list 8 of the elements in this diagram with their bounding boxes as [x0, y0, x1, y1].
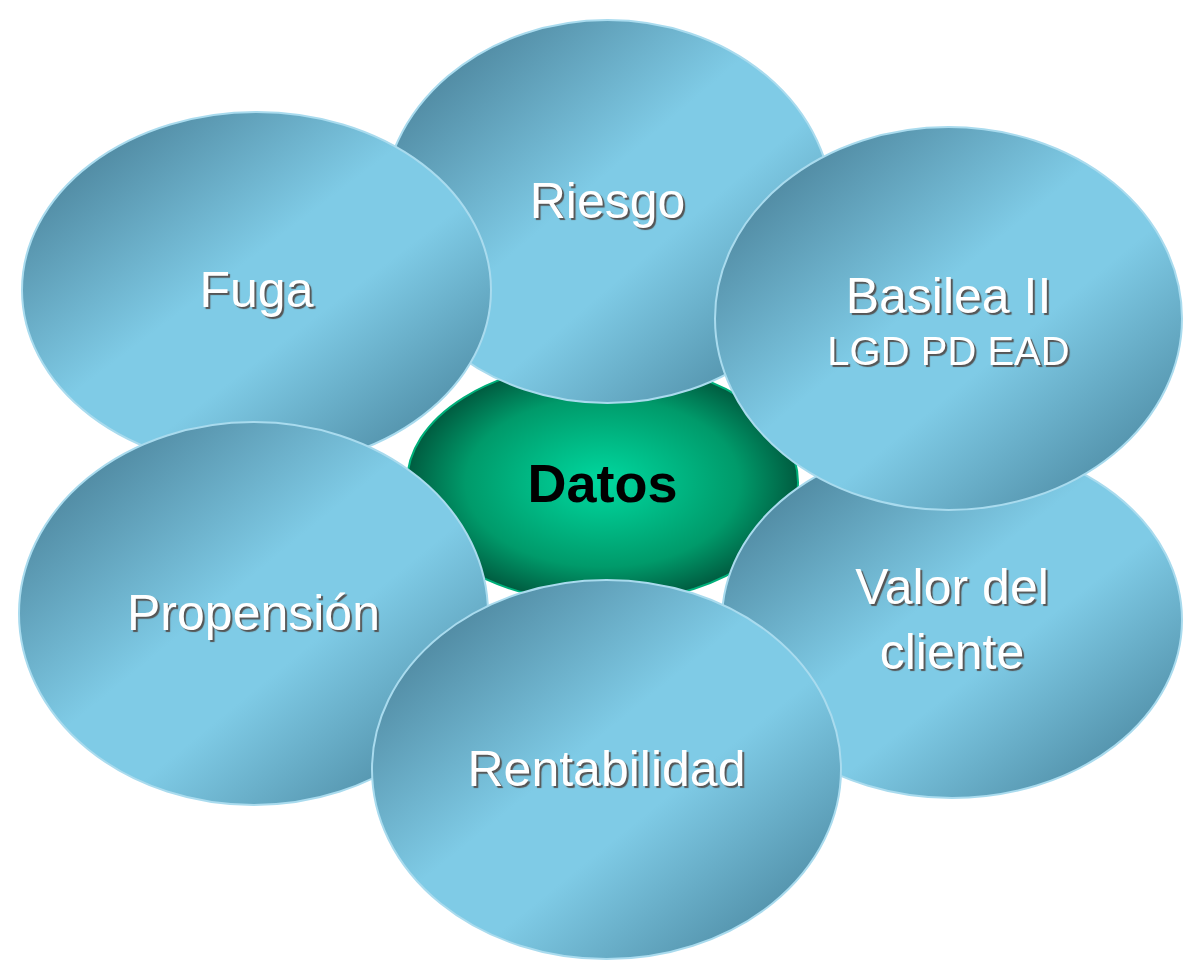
topic-label: Fuga [199, 260, 314, 320]
center-label: Datos [527, 451, 678, 514]
topic-label: Rentabilidad [467, 740, 746, 799]
topic-label: Propensión [127, 584, 380, 643]
topic-label: Riesgo [529, 172, 686, 231]
topic-sublabel: LGD PD EAD [827, 328, 1070, 374]
topic-label: Valor del cliente [854, 558, 1050, 682]
topic-label: Basilea II [845, 266, 1052, 326]
